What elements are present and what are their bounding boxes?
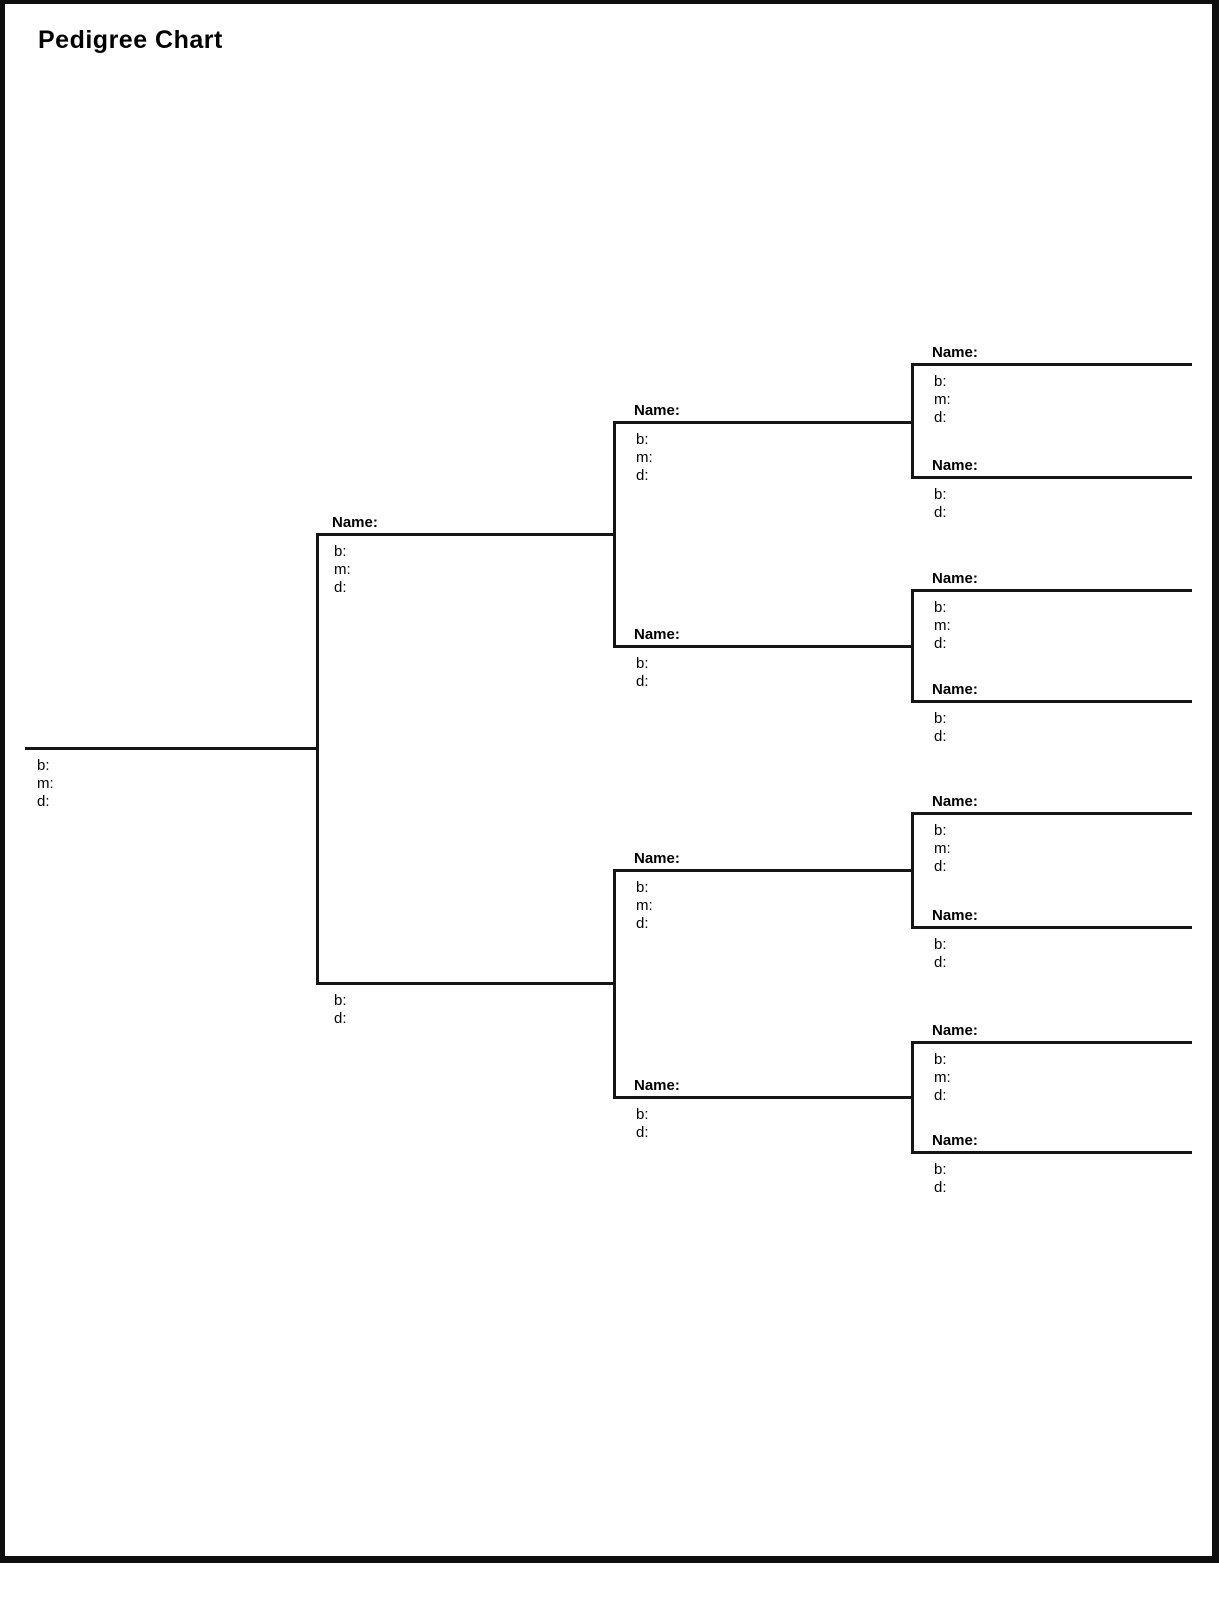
paternal-grandfather-death-label: d: [636, 467, 649, 484]
father-marriage-label: m: [334, 561, 351, 578]
paternal-grandfather-name-label: Name: [634, 402, 680, 419]
gg5-name-label: Name: [932, 793, 978, 810]
maternal-grandfather-marriage-label: m: [636, 897, 653, 914]
gg2-fields: b: d: [934, 486, 947, 522]
gg8-birth-label: b: [934, 1161, 947, 1178]
gg7-death-label: d: [934, 1087, 947, 1104]
gg3-death-label: d: [934, 635, 947, 652]
maternal-grandfather-birth-label: b: [636, 879, 649, 896]
mother-fields: b: d: [334, 992, 347, 1028]
maternal-grandmother-name-label: Name: [634, 1077, 680, 1094]
gg7-fields: b: m: d: [934, 1051, 951, 1105]
maternal-grandfather-death-label: d: [636, 915, 649, 932]
self-birth-label: b: [37, 757, 50, 774]
father-death-label: d: [334, 579, 347, 596]
gg5-death-label: d: [934, 858, 947, 875]
gg6-name-label: Name: [932, 907, 978, 924]
gg8-name-label: Name: [932, 1132, 978, 1149]
mother-birth-label: b: [334, 992, 347, 1009]
paternal-grandfather-fields: b: m: d: [636, 431, 653, 485]
gg6-name-line [911, 926, 1192, 929]
self-marriage-label: m: [37, 775, 54, 792]
pgf-parents-connector [911, 363, 914, 479]
gg6-fields: b: d: [934, 936, 947, 972]
gg7-birth-label: b: [934, 1051, 947, 1068]
mother-name-line [316, 982, 615, 985]
gg6-birth-label: b: [934, 936, 947, 953]
gg1-death-label: d: [934, 409, 947, 426]
mgm-parents-connector [911, 1041, 914, 1154]
paternal-grandmother-death-label: d: [636, 673, 649, 690]
gg4-fields: b: d: [934, 710, 947, 746]
gg2-name-label: Name: [932, 457, 978, 474]
gg1-name-label: Name: [932, 344, 978, 361]
paternal-grandmother-fields: b: d: [636, 655, 649, 691]
gg3-birth-label: b: [934, 599, 947, 616]
mother-death-label: d: [334, 1010, 347, 1027]
gg5-marriage-label: m: [934, 840, 951, 857]
gg4-name-label: Name: [932, 681, 978, 698]
gg7-name-line [911, 1041, 1192, 1044]
page-title: Pedigree Chart [38, 26, 223, 54]
gg1-marriage-label: m: [934, 391, 951, 408]
self-name-line [25, 747, 318, 750]
gg1-birth-label: b: [934, 373, 947, 390]
maternal-grandmother-fields: b: d: [636, 1106, 649, 1142]
gg2-birth-label: b: [934, 486, 947, 503]
maternal-grandparents-connector [613, 869, 616, 1099]
maternal-grandfather-fields: b: m: d: [636, 879, 653, 933]
gg4-name-line [911, 700, 1192, 703]
page-border [0, 0, 1219, 1563]
gg3-fields: b: m: d: [934, 599, 951, 653]
maternal-grandmother-death-label: d: [636, 1124, 649, 1141]
maternal-grandfather-name-label: Name: [634, 850, 680, 867]
father-fields: b: m: d: [334, 543, 351, 597]
self-death-label: d: [37, 793, 50, 810]
gg7-marriage-label: m: [934, 1069, 951, 1086]
paternal-grandmother-birth-label: b: [636, 655, 649, 672]
gg3-marriage-label: m: [934, 617, 951, 634]
gg5-birth-label: b: [934, 822, 947, 839]
paternal-grandmother-name-line [613, 645, 913, 648]
father-birth-label: b: [334, 543, 347, 560]
mgf-parents-connector [911, 812, 914, 929]
paternal-grandfather-birth-label: b: [636, 431, 649, 448]
parents-connector [316, 533, 319, 985]
gg8-fields: b: d: [934, 1161, 947, 1197]
maternal-grandmother-name-line [613, 1096, 913, 1099]
gg3-name-label: Name: [932, 570, 978, 587]
gg6-death-label: d: [934, 954, 947, 971]
paternal-grandfather-name-line [613, 421, 913, 424]
gg5-name-line [911, 812, 1192, 815]
maternal-grandmother-birth-label: b: [636, 1106, 649, 1123]
gg1-fields: b: m: d: [934, 373, 951, 427]
gg7-name-label: Name: [932, 1022, 978, 1039]
self-fields: b: m: d: [37, 757, 54, 811]
paternal-grandparents-connector [613, 421, 616, 648]
father-name-label: Name: [332, 514, 378, 531]
gg1-name-line [911, 363, 1192, 366]
paternal-grandmother-name-label: Name: [634, 626, 680, 643]
paternal-grandfather-marriage-label: m: [636, 449, 653, 466]
pgm-parents-connector [911, 589, 914, 703]
gg2-death-label: d: [934, 504, 947, 521]
gg4-death-label: d: [934, 728, 947, 745]
gg8-name-line [911, 1151, 1192, 1154]
gg4-birth-label: b: [934, 710, 947, 727]
gg5-fields: b: m: d: [934, 822, 951, 876]
gg8-death-label: d: [934, 1179, 947, 1196]
father-name-line [316, 533, 615, 536]
maternal-grandfather-name-line [613, 869, 913, 872]
gg2-name-line [911, 476, 1192, 479]
gg3-name-line [911, 589, 1192, 592]
